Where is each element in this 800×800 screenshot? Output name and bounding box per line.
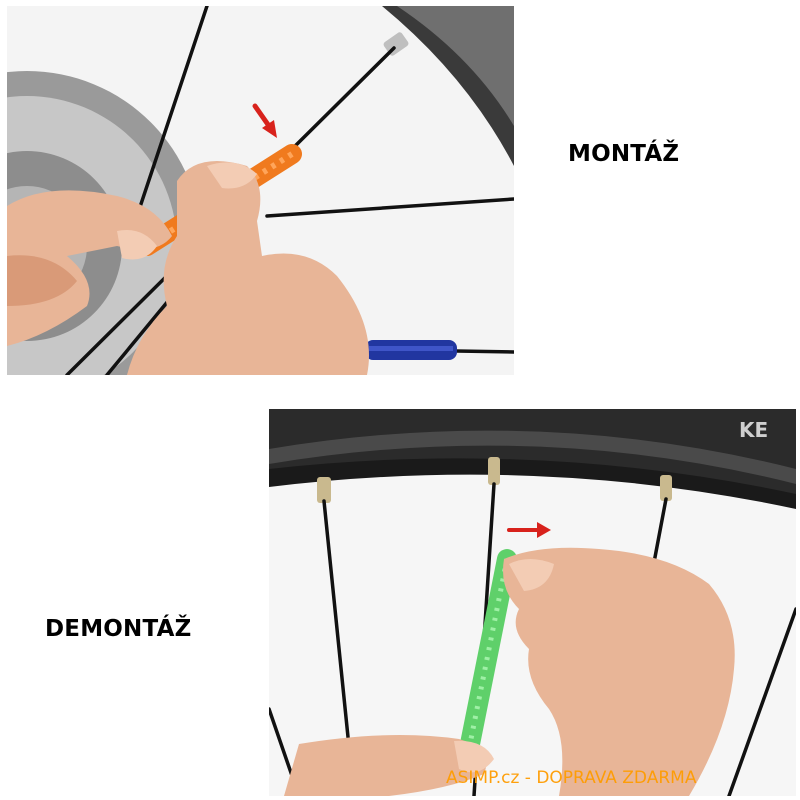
dismount-illustration: KE — [269, 409, 796, 796]
wheel-rim — [382, 6, 514, 166]
spoke-nipples — [317, 457, 672, 503]
dismount-caption: DEMONTÁŽ — [45, 616, 192, 642]
green-spoke-cover — [457, 549, 517, 769]
mount-illustration — [7, 6, 514, 375]
red-arrow — [507, 522, 551, 538]
tire-lettering: KE — [739, 418, 768, 442]
dismount-photo: KE — [269, 409, 796, 796]
mount-photo — [7, 6, 514, 375]
hands — [284, 547, 735, 796]
wheel-tire: KE — [269, 409, 796, 509]
shop-watermark: ASIMP.cz - DOPRAVA ZDARMA — [446, 768, 697, 788]
blue-spoke-cover — [365, 340, 457, 360]
hands — [7, 161, 369, 375]
red-arrow — [252, 103, 277, 138]
mount-caption: MONTÁŽ — [568, 141, 680, 167]
